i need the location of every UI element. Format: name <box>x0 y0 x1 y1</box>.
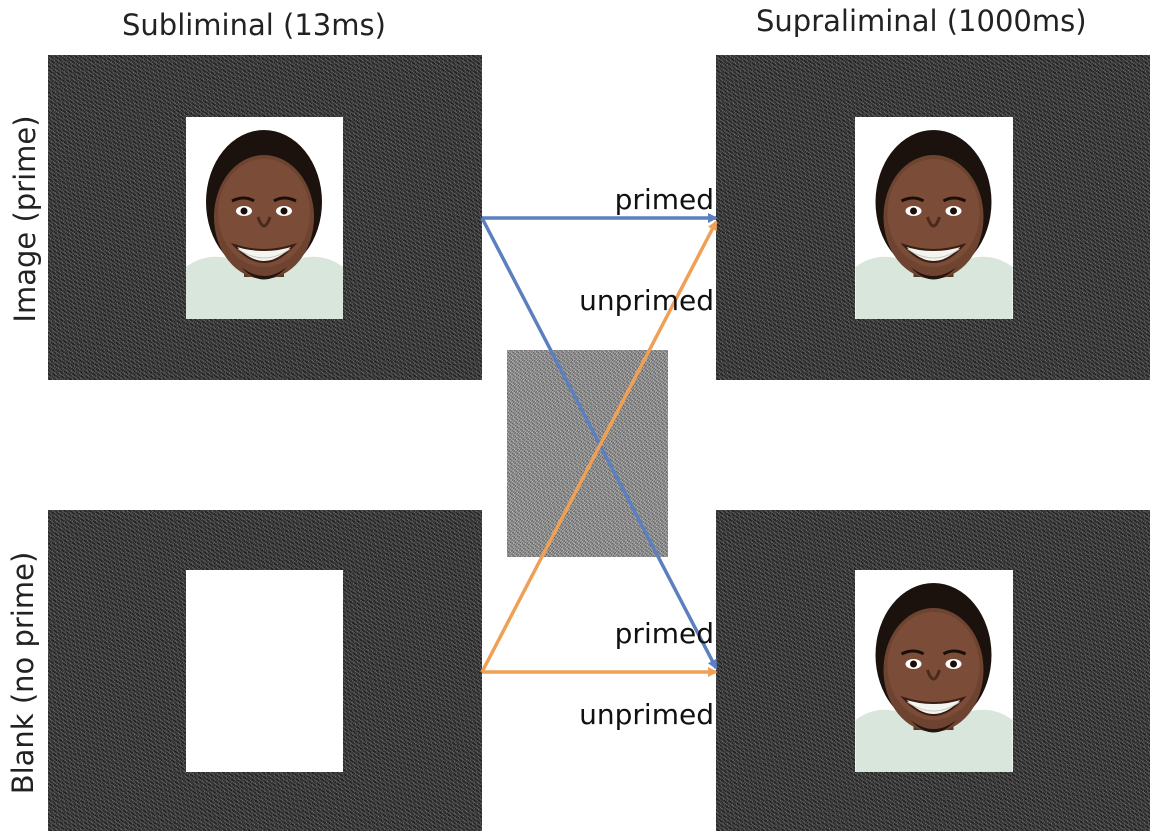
face-icon <box>855 130 1013 319</box>
supraliminal-bottom-panel <box>716 510 1150 831</box>
subliminal-column-title: Subliminal (13ms) <box>122 8 386 42</box>
face-photo-supraliminal-bottom <box>855 570 1013 772</box>
supraliminal-top-panel <box>716 55 1150 380</box>
top-unprimed-label: unprimed <box>579 284 714 317</box>
face-photo-subliminal <box>186 117 343 319</box>
bottom-to-top-unprimed-arrow <box>480 220 718 673</box>
top-to-bottom-primed-arrow <box>480 217 718 670</box>
face-icon <box>186 130 343 319</box>
subliminal-blank-panel <box>48 510 482 831</box>
face-icon <box>855 583 1013 772</box>
bottom-unprimed-label: unprimed <box>579 698 714 731</box>
top-primed-label: primed <box>615 183 714 216</box>
blank-rectangle <box>186 570 343 772</box>
bottom-primed-label: primed <box>615 617 714 650</box>
subliminal-prime-panel <box>48 55 482 380</box>
face-photo-supraliminal-top <box>855 117 1013 319</box>
supraliminal-column-title: Supraliminal (1000ms) <box>756 4 1087 38</box>
